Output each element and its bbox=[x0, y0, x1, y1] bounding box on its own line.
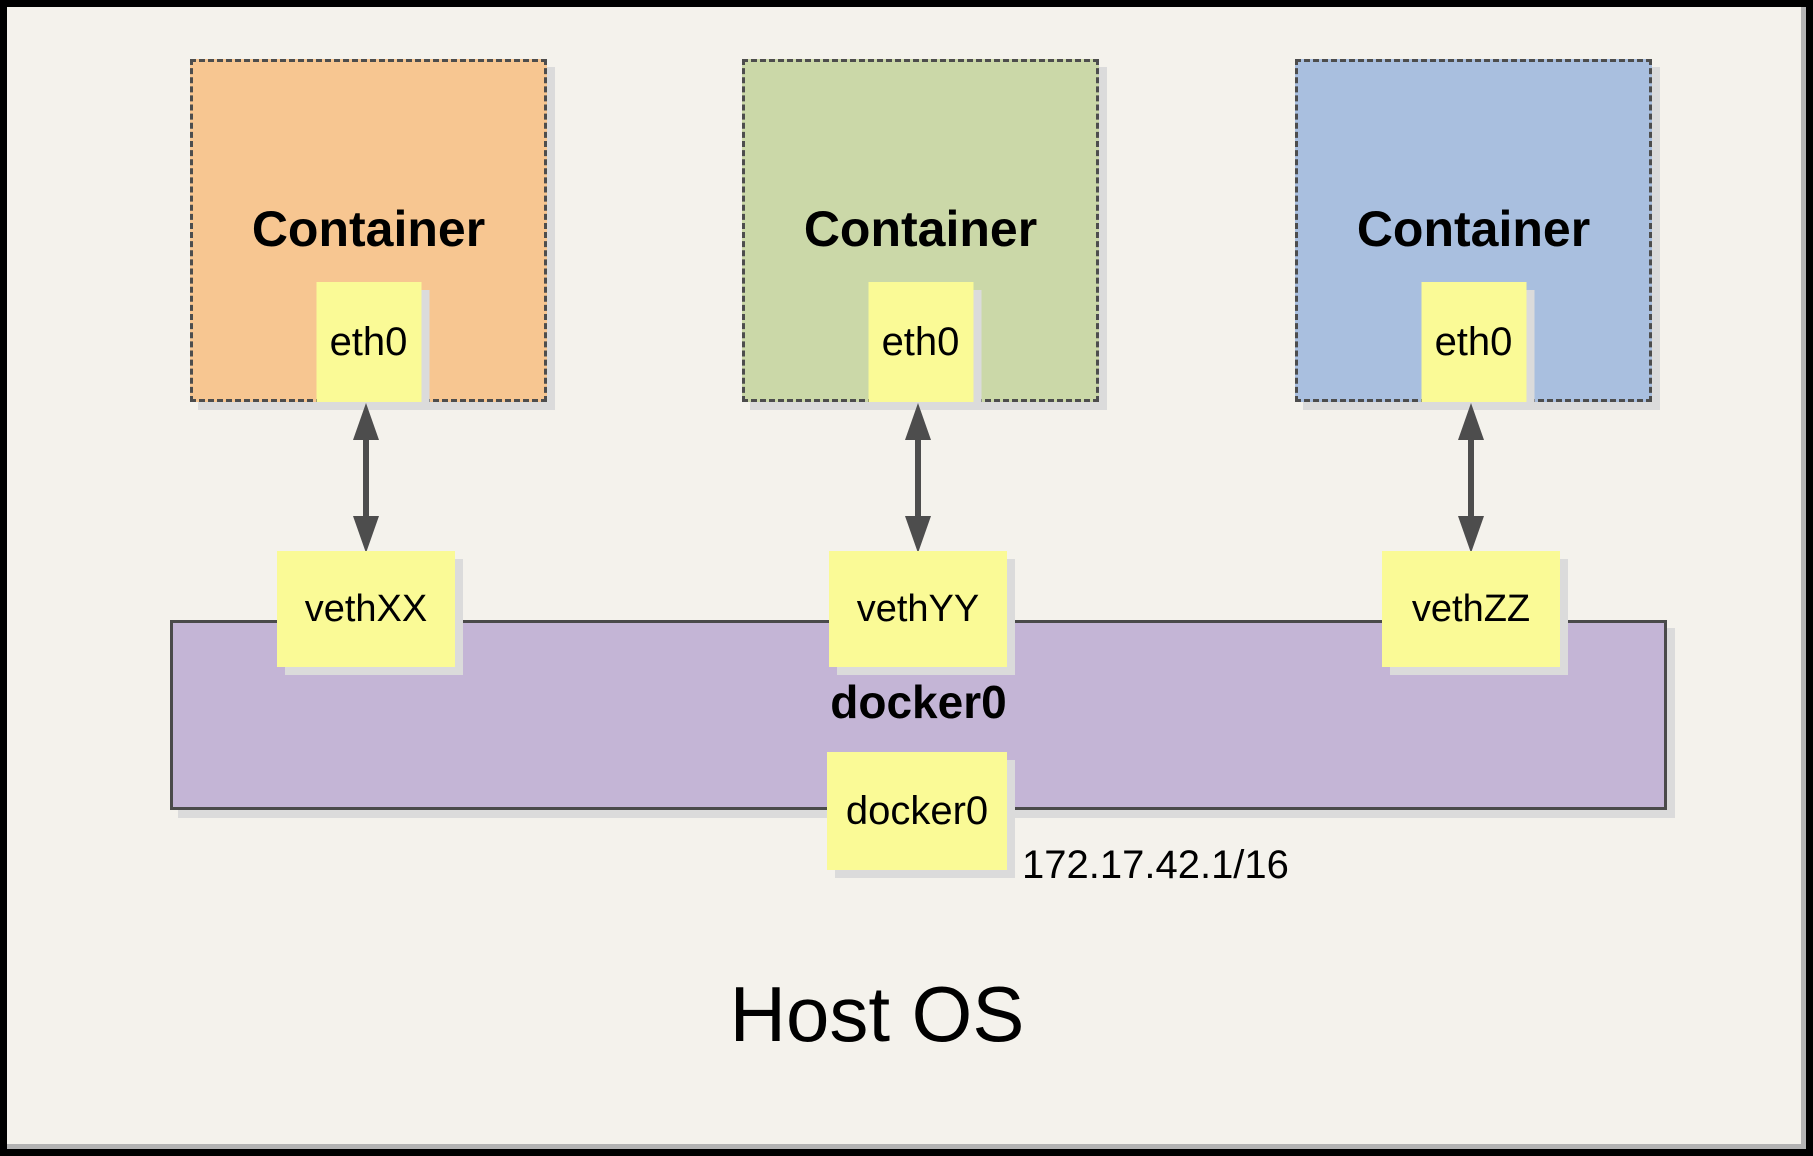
container-3-label: Container bbox=[1356, 201, 1591, 257]
vethXX-label: vethXX bbox=[304, 587, 428, 630]
docker0-interface-box: docker0 bbox=[827, 752, 1007, 870]
vethYY-label: vethYY bbox=[856, 587, 980, 630]
container-2-label: Container bbox=[803, 201, 1038, 257]
container-box-2: Container eth0 bbox=[742, 59, 1099, 402]
container-1-eth0-label: eth0 bbox=[329, 319, 408, 364]
vethYY-box: vethYY bbox=[829, 551, 1007, 667]
container-box-1: Container eth0 bbox=[190, 59, 547, 402]
bridge-ip-address: 172.17.42.1/16 bbox=[1022, 843, 1289, 887]
double-arrow-icon bbox=[1458, 403, 1484, 553]
container-box-3: Container eth0 bbox=[1295, 59, 1652, 402]
container-3-eth0-box: eth0 bbox=[1421, 282, 1526, 402]
container-1-label: Container bbox=[251, 201, 486, 257]
container-1-eth0-box: eth0 bbox=[316, 282, 421, 402]
container-2-eth0-box: eth0 bbox=[868, 282, 973, 402]
double-arrow-icon bbox=[353, 403, 379, 553]
double-arrow-icon bbox=[905, 403, 931, 553]
docker0-bridge-label: docker0 bbox=[830, 676, 1007, 728]
docker0-interface-label: docker0 bbox=[845, 788, 989, 833]
host-os-label: Host OS bbox=[729, 970, 1025, 1058]
vethZZ-label: vethZZ bbox=[1411, 587, 1531, 630]
vethZZ-box: vethZZ bbox=[1382, 551, 1560, 667]
container-2-eth0-label: eth0 bbox=[881, 319, 960, 364]
vethXX-box: vethXX bbox=[277, 551, 455, 667]
container-3-eth0-label: eth0 bbox=[1434, 319, 1513, 364]
